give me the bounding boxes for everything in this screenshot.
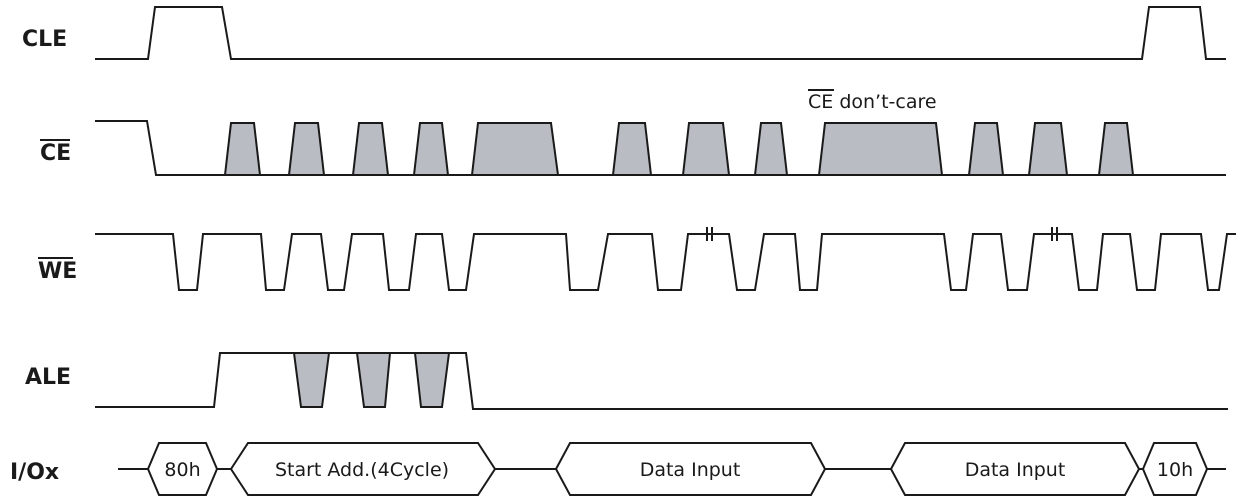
ce-dont-care-pulse [817,122,944,176]
ce-dont-care-pulse [287,122,326,176]
ale-dont-care-pulse [413,352,451,408]
ale-dont-care-pulse [292,352,331,408]
we-label: WE [38,259,77,284]
ale-dont-care-pulse [355,352,392,408]
ale-waveform [95,352,1228,410]
io-cycle-start-address-label: Start Add.(4Cycle) [275,459,449,481]
io-cycle-80h-label: 80h [164,459,200,481]
ce-dont-care-pulse [1097,122,1135,176]
io-label: I/Ox [10,460,59,485]
ce-dont-care-pulse [611,122,653,176]
io-bus: 80h Start Add.(4Cycle) Data Input Data I… [118,442,1226,496]
ce-dont-care-pulse [753,122,789,176]
ce-dont-care-pulse [1027,122,1069,176]
ce-dont-care-pulse [967,122,1005,176]
we-waveform [95,233,1236,291]
ce-dont-care-ce: CE [808,91,833,113]
ale-dont-care-pulses [292,352,451,408]
ce-label: CE [40,141,71,166]
ce-dont-care-pulse [351,122,390,176]
cle-waveform [95,6,1226,60]
ce-dont-care-annotation: CE don’t-care [808,91,937,113]
ce-dont-care-pulse [470,122,560,176]
io-cycle-data-input-1-label: Data Input [640,459,741,481]
ce-dont-care-pulse [223,122,262,176]
ce-dont-care-pulses [223,122,1135,176]
ce-dont-care-pulse [681,122,731,176]
ce-dont-care-pulse [412,122,450,176]
cle-label: CLE [22,27,67,52]
io-cycle-10h-label: 10h [1157,459,1193,481]
ce-dont-care-rest: don’t-care [833,91,936,113]
io-cycle-data-input-2-label: Data Input [965,459,1066,481]
ale-label: ALE [25,365,71,390]
